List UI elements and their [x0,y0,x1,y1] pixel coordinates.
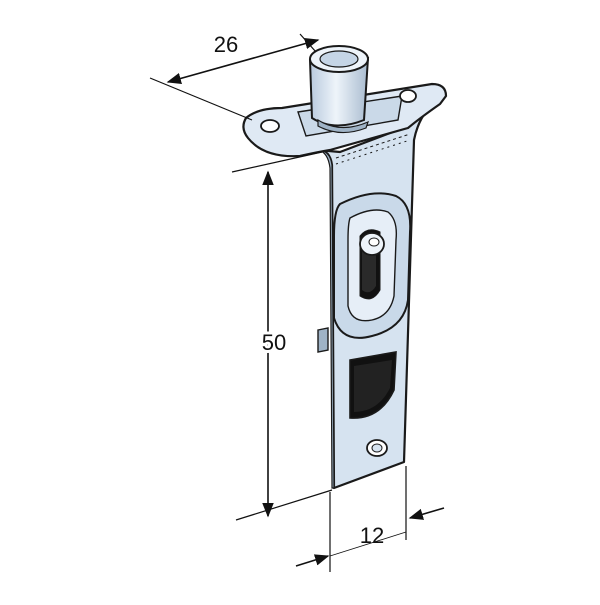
screw-hole-left [260,119,280,133]
dimension-depth: 12 [295,466,445,572]
side-tab [317,327,329,353]
dimension-height: 50 [231,151,333,521]
bolt-pin [308,45,370,134]
dimension-depth-label: 12 [360,523,384,548]
slot-recess [333,192,412,339]
dimension-height-label: 50 [262,330,286,355]
screw-hole-right [399,89,417,103]
dimension-width-label: 26 [214,32,238,57]
dimension-width: 26 [149,32,320,121]
